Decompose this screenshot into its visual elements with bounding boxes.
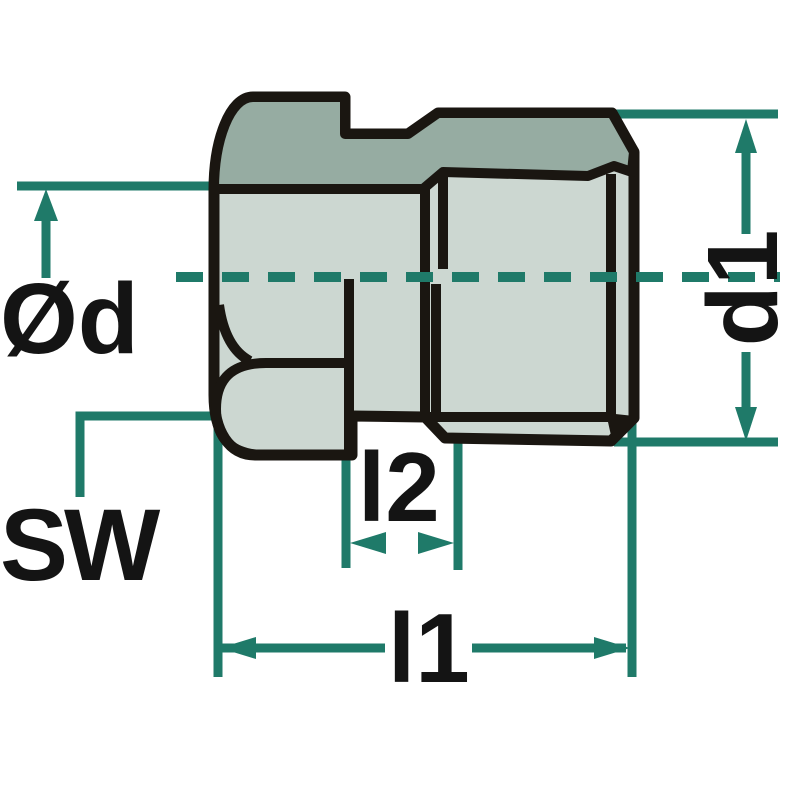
label-l2: l2: [358, 432, 440, 542]
label-sw: SW: [0, 488, 161, 602]
d1-arrow-down-icon: [735, 407, 757, 441]
l2-arrow-right-icon: [418, 532, 454, 554]
body-top-face: [209, 92, 639, 195]
nut-corner-lobe: [210, 358, 349, 460]
l2-arrow-left-icon: [350, 532, 386, 554]
fitting-body: [208, 91, 640, 461]
dimension-l1: [213, 413, 637, 677]
label-od: Ød: [0, 263, 139, 375]
dimension-d1: [592, 109, 778, 447]
label-l1: l1: [388, 593, 470, 703]
l1-arrow-left-icon: [220, 637, 256, 659]
bottom-right-chamfer: [606, 413, 634, 440]
sw-leader-line: [75, 411, 212, 497]
dimension-od: [17, 181, 216, 278]
dimension-l2: [341, 442, 463, 570]
dimension-sw: [75, 411, 212, 497]
nut-corner-arc: [214, 304, 253, 366]
od-arrow-up-icon: [34, 189, 58, 221]
l1-arrow-right-icon: [594, 637, 630, 659]
label-d1: d1: [687, 230, 799, 347]
d1-arrow-up-icon: [735, 119, 757, 153]
